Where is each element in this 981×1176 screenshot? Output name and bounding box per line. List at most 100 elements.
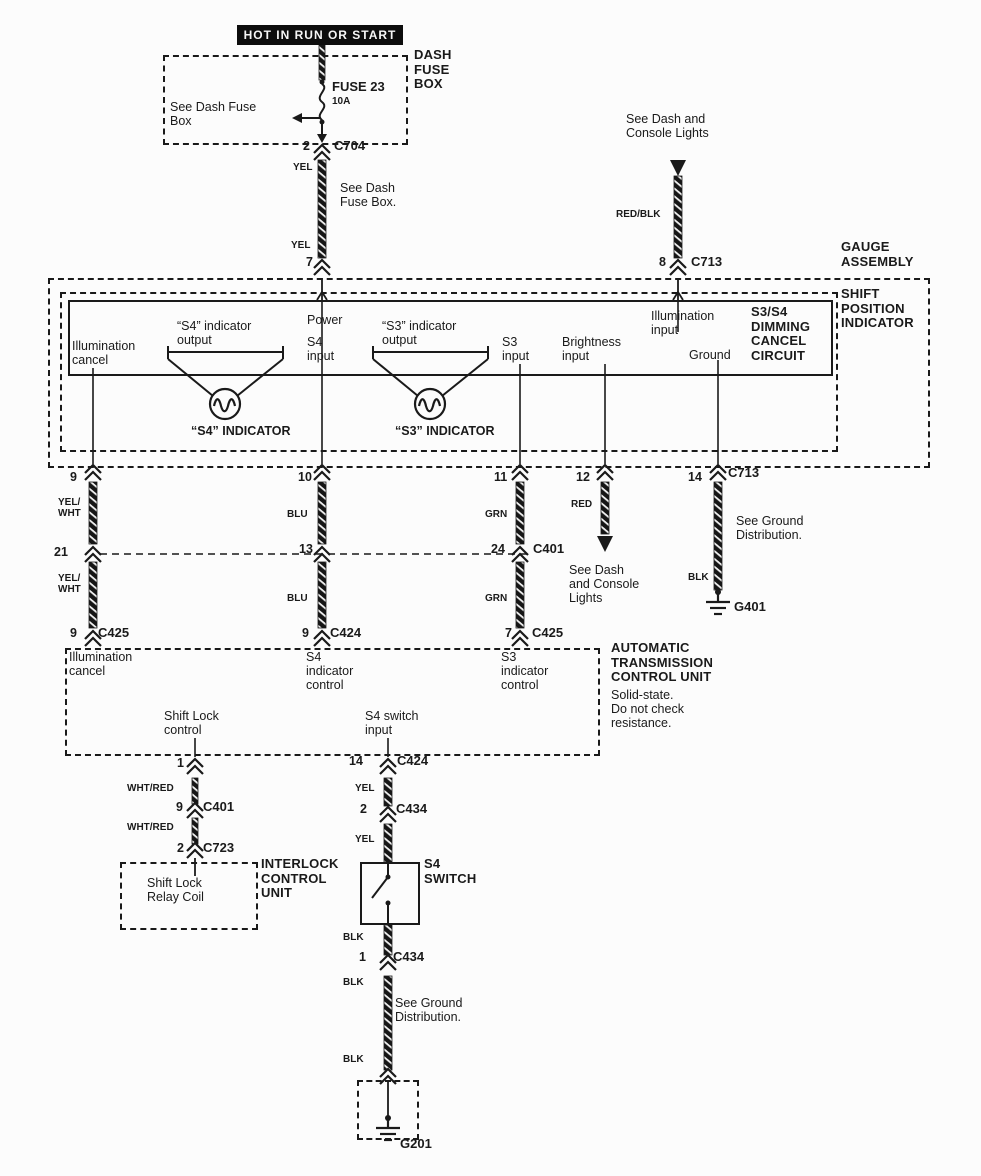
wire-color-blk-3: BLK — [343, 1054, 364, 1065]
pin8-chevron — [668, 258, 688, 277]
wire-color-wht-red-1: WHT/RED — [127, 783, 174, 794]
blk-wires — [383, 924, 393, 1071]
pin-9-c424: 9 — [302, 626, 309, 640]
pin-2-c723: 2 — [177, 841, 184, 855]
pin-12: 12 — [576, 470, 590, 484]
shift-position-title: SHIFT POSITION INDICATOR — [841, 286, 914, 331]
pin12-chevron — [595, 463, 615, 482]
s4-output-label: “S4” indicator output — [177, 319, 252, 347]
dimming-cancel-circuit-box — [68, 300, 833, 376]
pin-21: 21 — [54, 545, 68, 559]
s4-indicator-lamp-icon — [208, 387, 242, 421]
pin-10: 10 — [298, 470, 312, 484]
banner-text: HOT IN RUN OR START — [243, 28, 397, 42]
wire-color-red-blk: RED/BLK — [616, 209, 661, 220]
pin-2-c434: 2 — [360, 802, 367, 816]
connector-c713-top: C713 — [691, 254, 723, 269]
wire-color-yel-upper: YEL — [293, 162, 313, 173]
fuse-name: FUSE 23 — [332, 79, 385, 94]
s3-output-label: “S3” indicator output — [382, 319, 457, 347]
fuse-23-symbol — [318, 79, 326, 134]
pin-9-c401: 9 — [176, 800, 183, 814]
s3-indicator-lamp-loop — [372, 346, 489, 397]
pin-11: 11 — [494, 470, 508, 484]
shift-lock-relay-outline — [120, 862, 258, 930]
connector-c424b: C424 — [397, 753, 429, 768]
shift-lock-relay-label: Shift Lock Relay Coil — [147, 876, 204, 904]
dash-fuse-box-outline — [163, 55, 408, 145]
arrow-down-icon — [317, 134, 327, 143]
brightness-input-label: Brightness input — [562, 335, 622, 363]
atcu-s4-control-label: S4 indicator control — [306, 650, 354, 692]
pin-1-c434: 1 — [359, 950, 366, 964]
atcu-note: Solid-state. Do not check resistance. — [611, 688, 684, 730]
pin-7: 7 — [306, 255, 313, 269]
wire-color-blu-top: BLU — [287, 509, 308, 520]
ground-g401-label: G401 — [734, 599, 766, 614]
shift-lock-control-label: Shift Lock control — [164, 709, 219, 737]
connector-c434a: C434 — [396, 801, 428, 816]
to-console-lights-arrow-icon — [597, 536, 613, 552]
ground-g201-label: G201 — [400, 1136, 432, 1151]
pin-13: 13 — [299, 542, 313, 556]
wire-color-wht-red-2: WHT/RED — [127, 822, 174, 833]
pin-24: 24 — [491, 542, 505, 556]
pin10-chevron — [312, 463, 332, 482]
shift-position-indicator-outline — [60, 292, 838, 452]
hot-in-run-or-start-banner: HOT IN RUN OR START — [237, 25, 403, 45]
dimming-cancel-title: S3/S4 DIMMING CANCEL CIRCUIT — [751, 304, 811, 363]
s4-switch-input-label: S4 switch input — [365, 709, 419, 737]
battery-feed-wire — [318, 44, 326, 81]
gauge-assembly-outline — [48, 278, 930, 468]
s4-pin14-chevron — [378, 757, 398, 776]
pin11-chevron — [510, 463, 530, 482]
connector-c425: C425 — [98, 625, 130, 640]
offpage-arrow-down-icon — [670, 160, 686, 176]
see-dash-console-note-2: See Dash and Console Lights — [569, 563, 640, 605]
connector-c401b: C401 — [203, 799, 235, 814]
c401b-chevron — [185, 801, 205, 820]
wire-color-red: RED — [571, 499, 593, 510]
connector-c425b: C425 — [532, 625, 564, 640]
see-ground-note-1: See Ground Distribution. — [736, 514, 804, 542]
connector-c401-mid: C401 — [533, 541, 565, 556]
ground-label: Ground — [689, 348, 731, 362]
connector-c434b: C434 — [393, 949, 425, 964]
c425b-chevron — [510, 629, 530, 648]
pin-2: 2 — [303, 139, 310, 153]
see-dash-fuse-arrow-left-icon — [292, 113, 321, 123]
illumination-cancel-label: Illumination cancel — [72, 339, 136, 367]
s4-switch-box — [360, 862, 420, 925]
pin-1-shift-lock: 1 — [177, 756, 184, 770]
g201-entry-chevron — [378, 1067, 398, 1086]
atcu-illumination-cancel-label: Illumination cancel — [69, 650, 133, 678]
connector-c723: C723 — [203, 840, 235, 855]
s4-switch-symbol — [371, 864, 391, 925]
s3-input-label: S3 input — [502, 335, 530, 363]
atcu-outline — [65, 648, 600, 756]
power-label: Power — [307, 313, 343, 327]
dash-fuse-box-title: DASH FUSE BOX — [414, 47, 452, 92]
atcu-internal-lines — [194, 738, 389, 757]
shift-lock-pin1-chevron — [185, 757, 205, 776]
pin-14: 14 — [688, 470, 702, 484]
c424-chevron — [312, 629, 332, 648]
pin-9-c425: 9 — [70, 626, 77, 640]
wire-color-grn-top: GRN — [485, 509, 508, 520]
see-dash-fuse-note: See Dash Fuse Box — [170, 100, 257, 128]
pin-14-c424: 14 — [349, 754, 363, 768]
connector-c424: C424 — [330, 625, 362, 640]
red-blk-wire — [673, 175, 683, 259]
wire-color-blu-bot: BLU — [287, 593, 308, 604]
illumination-input-label: Illumination input — [651, 309, 715, 337]
see-dash-console-note: See Dash and Console Lights — [626, 112, 709, 140]
wire-color-blk-g401: BLK — [688, 572, 709, 583]
s3-indicator-lamp-icon — [413, 387, 447, 421]
g401-ground-icon — [704, 587, 732, 616]
pin-8: 8 — [659, 255, 666, 269]
connector-c704: C704 — [334, 138, 366, 153]
s4-indicator-label: “S4” INDICATOR — [191, 424, 291, 438]
s4-indicator-lamp-loop — [167, 346, 284, 397]
wire-color-yel-lower: YEL — [291, 240, 311, 251]
